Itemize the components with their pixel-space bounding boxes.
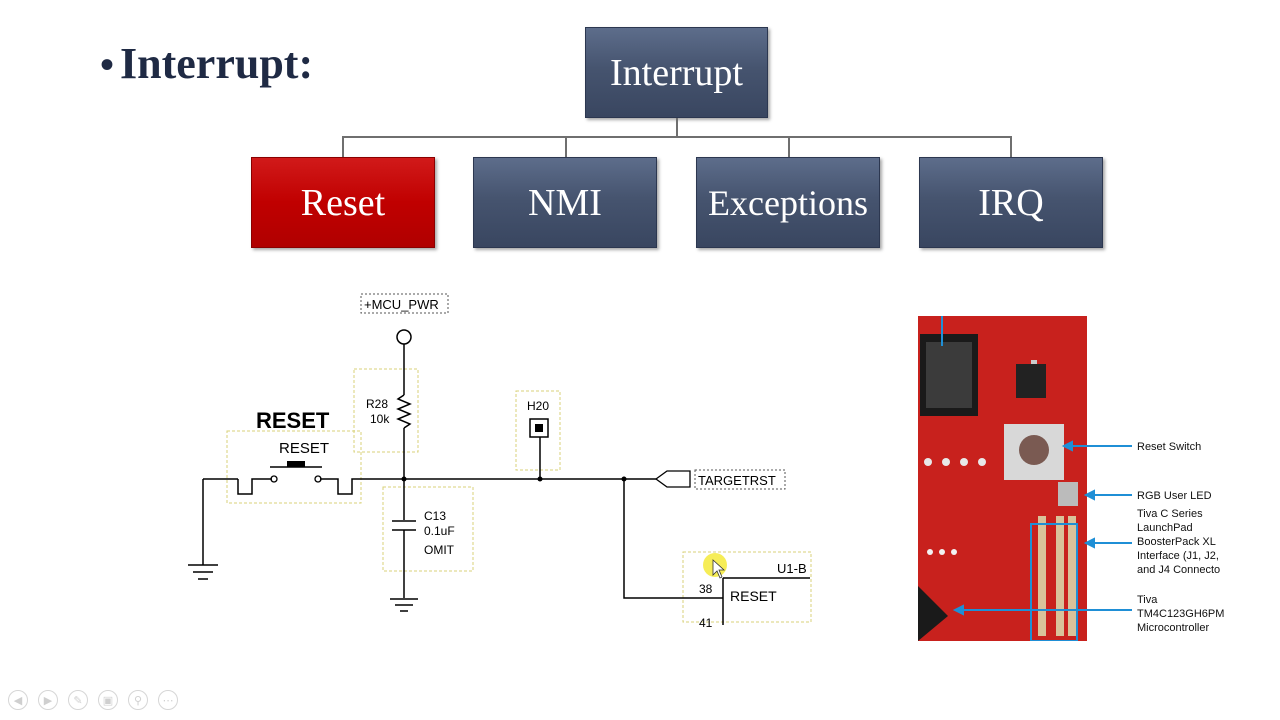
child-connector [788,136,790,157]
boosterpack-line: Interface (J1, J2, [1137,550,1219,562]
header-pin [529,418,549,438]
board-graphic [918,316,1087,641]
capacitor-outline [382,486,474,572]
child-connector [1010,136,1012,157]
ic-pin-number-next: 41 [699,616,713,630]
reset-schematic: +MCU_PWR R28 10k C13 0.1uF OMIT RESET RE… [188,293,812,630]
switch-outline [226,430,362,504]
capacitor-note: OMIT [424,543,455,557]
next-icon[interactable]: ▶ [38,690,58,710]
root-label: Interrupt [610,51,743,94]
slides-icon[interactable]: ▣ [98,690,118,710]
ic-ref: U1-B [777,561,807,576]
reset-box: Reset [251,157,435,248]
cursor-icon [712,559,726,579]
switch-contact [270,475,278,483]
microcontroller-label: Tiva TM4C123GH6PM Microcontroller [1137,593,1234,635]
microcontroller-line: TM4C123GH6PM [1137,608,1225,620]
exceptions-label: Exceptions [708,182,868,223]
resistor-value: 10k [370,412,390,426]
ic-outline [682,551,812,623]
switch-lead [320,478,540,495]
boosterpack-line: and J4 Connecto [1137,564,1221,576]
resistor-ref: R28 [366,397,388,411]
switch-button [287,461,305,467]
header-pin-center [535,424,543,432]
reset-switch-text: Reset Switch [1137,441,1202,453]
slideshow-nav: ◀ ▶ ✎ ▣ ⚲ ⋯ [8,690,178,710]
ground-symbol [390,598,418,612]
power-label-box [360,293,449,314]
microcontroller-line: Microcontroller [1137,622,1210,634]
power-terminal [396,329,412,345]
pen-icon[interactable]: ✎ [68,690,88,710]
reset-label: Reset [300,181,386,224]
resistor-symbol [396,394,412,429]
resistor-outline [353,368,419,453]
header-ref: H20 [527,399,549,413]
boosterpack-line: LaunchPad [1137,522,1193,534]
root-connector [676,118,678,137]
nmi-box: NMI [473,157,657,248]
exceptions-box: Exceptions [696,157,880,248]
junction [401,476,407,482]
title-text: Interrupt: [120,39,314,88]
capacitor-value: 0.1uF [424,524,455,538]
ground-symbol [188,564,218,580]
nmi-label: NMI [528,181,602,224]
microcontroller-line: Tiva [1137,594,1158,606]
target-label-box [694,469,786,490]
switch-lead [237,478,272,495]
slide-title: •Interrupt: [100,38,313,89]
net-port [654,470,691,488]
rgb-led-label: RGB User LED [1137,489,1212,503]
reset-switch-label: Reset Switch [1137,440,1201,454]
child-connector [565,136,567,157]
launchpad-board-photo [918,316,1087,641]
horizontal-connector [342,136,1012,138]
bullet: • [100,42,115,87]
ic-pin-name: RESET [730,588,777,604]
switch-title: RESET [256,408,330,433]
switch-label: RESET [279,440,329,457]
rgb-led-text: RGB User LED [1137,490,1212,502]
irq-box: IRQ [919,157,1103,248]
boosterpack-label: Tiva C Series LaunchPad BoosterPack XL I… [1137,507,1234,577]
zoom-icon[interactable]: ⚲ [128,690,148,710]
power-net-label: +MCU_PWR [364,297,439,312]
wire [623,479,723,599]
capacitor-ref: C13 [424,509,446,523]
boosterpack-line: BoosterPack XL [1137,536,1216,548]
irq-label: IRQ [978,181,1044,224]
header-outline [515,390,561,471]
target-net-label: TARGETRST [698,473,776,488]
child-connector [342,136,344,157]
boosterpack-line: Tiva C Series [1137,508,1203,520]
prev-icon[interactable]: ◀ [8,690,28,710]
root-box: Interrupt [585,27,768,118]
more-icon[interactable]: ⋯ [158,690,178,710]
ic-pin-number: 38 [699,582,713,596]
